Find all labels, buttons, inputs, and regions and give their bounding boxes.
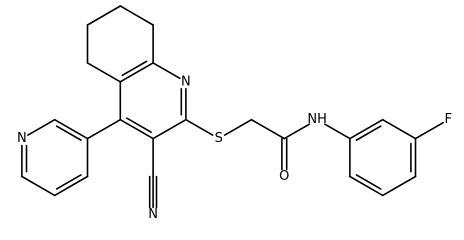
single-bond bbox=[86, 62, 122, 83]
single-bond bbox=[21, 175, 56, 197]
single-bond bbox=[283, 123, 311, 140]
single-bond bbox=[324, 123, 351, 140]
atom-label-o: O bbox=[279, 169, 289, 184]
atom-label-n: N bbox=[148, 207, 158, 222]
single-bond bbox=[86, 5, 122, 26]
double-bond-outer bbox=[119, 62, 154, 83]
double-bond-inner bbox=[126, 117, 152, 133]
single-bond bbox=[152, 118, 187, 140]
double-bond-inner bbox=[55, 174, 82, 190]
double-bond-outer bbox=[119, 118, 154, 140]
single-bond bbox=[152, 62, 181, 80]
double-bond-outer bbox=[53, 175, 89, 197]
double-bond-outer bbox=[349, 175, 384, 197]
bonds-layer bbox=[21, 5, 444, 209]
atom-label-s: S bbox=[215, 131, 223, 146]
double-bond-inner bbox=[55, 125, 82, 141]
double-bond-inner bbox=[355, 125, 382, 141]
single-bond bbox=[223, 118, 253, 136]
single-bond bbox=[27, 118, 56, 136]
double-bond-outer bbox=[53, 118, 89, 140]
single-bond bbox=[414, 121, 444, 140]
single-bond bbox=[185, 118, 214, 136]
double-bond-outer bbox=[349, 118, 384, 140]
double-bond-inner bbox=[121, 60, 148, 77]
atom-label-f: F bbox=[445, 112, 452, 127]
single-bond bbox=[381, 175, 417, 197]
double-bond-inner bbox=[355, 174, 382, 190]
atom-labels-layer: N N N S O NH F bbox=[17, 74, 452, 222]
single-bond bbox=[119, 5, 154, 26]
single-bond bbox=[381, 118, 417, 140]
single-bond bbox=[250, 118, 286, 140]
atom-label-n: N bbox=[181, 74, 191, 89]
atom-label-n: NH bbox=[307, 112, 327, 127]
atom-label-n: N bbox=[17, 131, 27, 146]
molecule-structure: N N N S O NH F bbox=[17, 5, 452, 222]
single-bond bbox=[86, 118, 122, 140]
